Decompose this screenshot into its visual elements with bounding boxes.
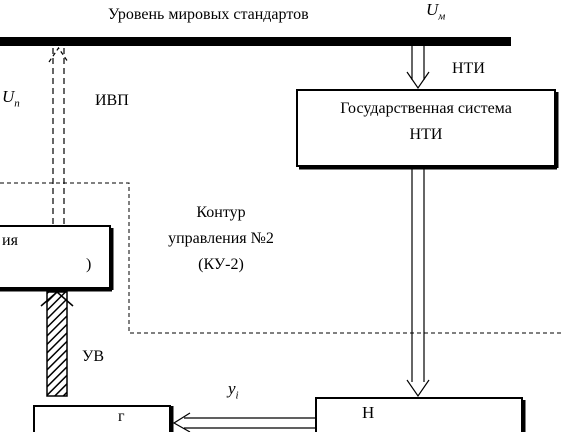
- un-symbol: Uп: [2, 87, 20, 110]
- nti-link-top: [406, 46, 430, 90]
- left-box-line1: ия: [2, 232, 18, 249]
- yi-symbol: yi: [228, 379, 239, 402]
- world-standards-bar: [0, 37, 511, 46]
- left-box: [0, 225, 111, 289]
- uv-label: УВ: [82, 348, 104, 365]
- contour-title: Контур: [196, 204, 246, 221]
- nti-link-bottom: [406, 168, 430, 398]
- bottom-left-box-label: г: [118, 408, 125, 425]
- contour-name: управления №2: [168, 230, 274, 247]
- world-standards-label: Уровень мировых стандартов: [108, 6, 309, 23]
- contour-ku2-boundary: [0, 182, 561, 334]
- um-symbol: Uм: [426, 0, 446, 23]
- contour-code: (КУ-2): [198, 256, 244, 273]
- bottom-right-box-label: Н: [362, 403, 375, 422]
- ivp-label: ИВП: [95, 92, 129, 109]
- uv-hatched-link: [46, 291, 68, 397]
- state-system-title: Государственная система: [340, 100, 512, 117]
- left-box-line2: ): [86, 256, 92, 273]
- bottom-left-box: [33, 405, 171, 432]
- nti-label: НТИ: [452, 60, 485, 77]
- bottom-right-box: [315, 397, 523, 432]
- yi-arrow: [172, 412, 316, 432]
- state-system-subtitle: НТИ: [409, 126, 443, 143]
- state-system-box: [296, 89, 556, 167]
- ivp-dashed-link: [48, 46, 69, 225]
